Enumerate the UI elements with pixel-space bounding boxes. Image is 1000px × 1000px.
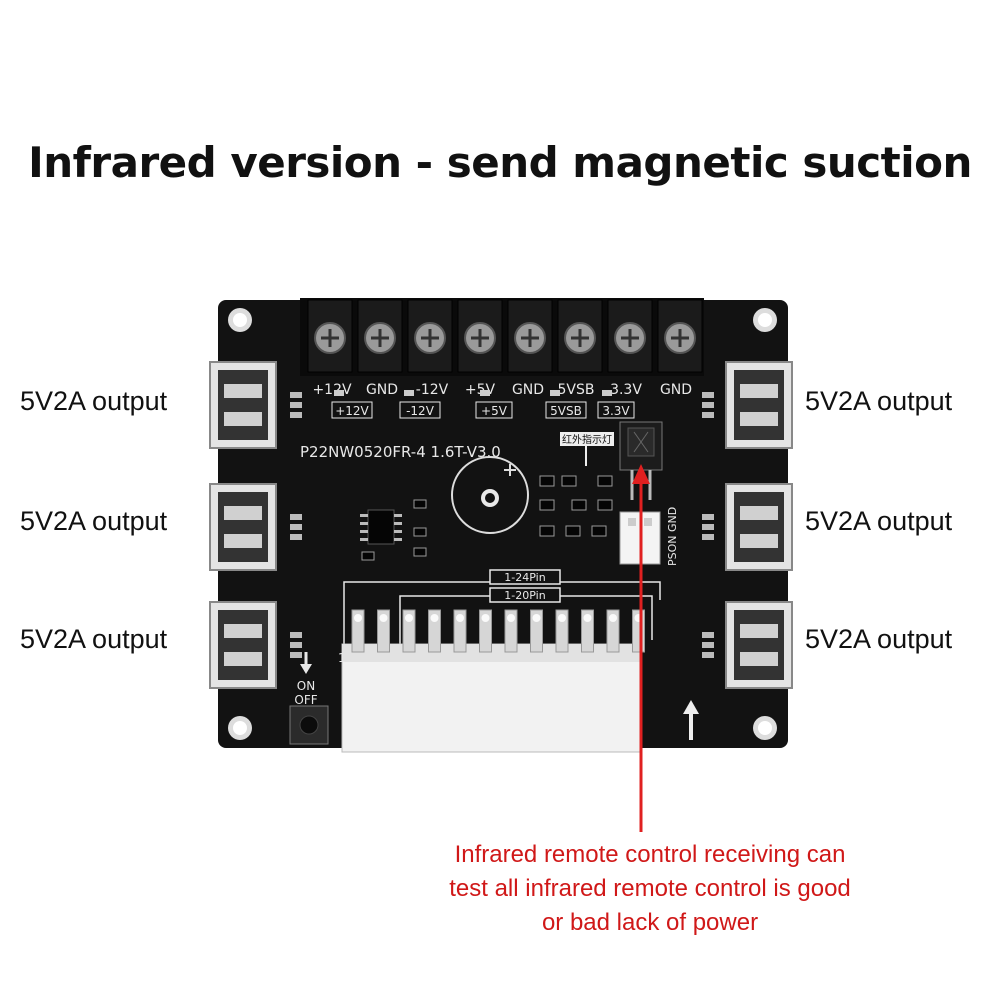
terminal-label-1: +12V — [312, 382, 352, 398]
ic-chip — [360, 509, 402, 545]
terminal-label-5: GND — [512, 382, 544, 398]
output-label-right-3: 5V2A output — [805, 624, 953, 654]
indicator-label-1: +12V — [335, 404, 369, 418]
ir-annotation: Infrared remote control receiving can te… — [390, 838, 910, 940]
output-label-left-3: 5V2A output — [20, 624, 168, 654]
terminal-block — [300, 298, 704, 376]
terminal-label-8: GND — [660, 382, 692, 398]
board-model-label: P22NW0520FR-4 1.6T-V3.0 — [300, 443, 501, 461]
ir-receiver — [619, 421, 663, 500]
output-label-right-1: 5V2A output — [805, 386, 953, 416]
page-title: Infrared version - send magnetic suction — [28, 138, 972, 187]
terminal-label-6: 5VSB — [558, 382, 595, 398]
indicator-label-4: 5VSB — [550, 404, 582, 418]
switch-off-label: OFF — [294, 693, 317, 707]
output-label-left-2: 5V2A output — [20, 506, 168, 536]
terminal-label-7: 3.3V — [610, 382, 642, 398]
annotation-line-1: Infrared remote control receiving can — [454, 841, 846, 868]
annotation-line-2: test all infrared remote control is good — [449, 875, 851, 902]
connector-label-20pin: 1-20Pin — [504, 589, 545, 602]
atx-24pin-connector — [341, 609, 645, 753]
indicator-label-5: 3.3V — [602, 404, 630, 418]
terminal-label-3: -12V — [416, 382, 449, 398]
smd-components — [361, 475, 613, 561]
ps-on-label: PSON GND — [666, 507, 679, 566]
output-label-left-1: 5V2A output — [20, 386, 168, 416]
indicator-label-3: +5V — [481, 404, 508, 418]
output-label-right-2: 5V2A output — [805, 506, 953, 536]
ir-indicator-label: 红外指示灯 — [562, 433, 612, 446]
indicator-leds — [334, 390, 612, 396]
connector-label-24pin: 1-24Pin — [504, 571, 545, 584]
up-arrow-marking — [683, 700, 699, 740]
pin-one-marker: 1 — [338, 651, 346, 665]
terminal-label-2: GND — [366, 382, 398, 398]
annotation-arrow — [632, 464, 650, 832]
switch-on-label: ON — [297, 679, 315, 693]
mounting-holes — [228, 308, 777, 740]
indicator-label-2: -12V — [406, 404, 435, 418]
power-switch — [289, 705, 329, 745]
usb-ports — [209, 361, 793, 689]
buzzer — [451, 456, 529, 534]
annotation-line-3: or bad lack of power — [541, 909, 759, 936]
